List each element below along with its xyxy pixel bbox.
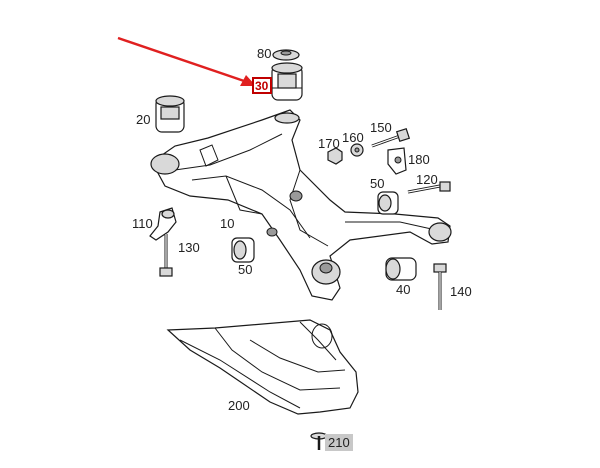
part-10-subframe xyxy=(150,109,452,301)
callout-50-mid: 50 xyxy=(238,262,252,277)
part-200-cover-panel xyxy=(166,319,359,415)
callout-150: 150 xyxy=(370,120,392,135)
callout-50-right: 50 xyxy=(370,176,384,191)
callout-20: 20 xyxy=(136,112,150,127)
red-pointer-arrow xyxy=(117,36,256,86)
part-120-bolt xyxy=(407,181,451,194)
part-40-bushing xyxy=(385,257,417,281)
callout-200: 200 xyxy=(228,398,250,413)
part-130-bolt xyxy=(159,234,173,277)
callout-140: 140 xyxy=(450,284,472,299)
callout-160: 160 xyxy=(342,130,364,145)
part-180-bracket xyxy=(387,147,407,175)
part-170-nut xyxy=(327,147,343,165)
callout-110: 110 xyxy=(132,216,153,231)
part-50-bushing-right xyxy=(377,191,399,215)
part-150-bolt xyxy=(371,127,411,148)
callout-40: 40 xyxy=(396,282,410,297)
part-20-bushing xyxy=(155,95,185,133)
callout-180: 180 xyxy=(408,152,430,167)
part-110-bracket xyxy=(149,207,177,241)
callout-80: 80 xyxy=(257,46,271,61)
callout-130: 130 xyxy=(178,240,200,255)
part-50-bushing-mid xyxy=(231,237,255,263)
callout-120: 120 xyxy=(416,172,438,187)
callout-170: 170 xyxy=(318,136,340,151)
part-210-clip xyxy=(310,432,328,450)
label-box-210 xyxy=(325,434,353,451)
callout-10: 10 xyxy=(220,216,234,231)
part-30-bushing xyxy=(271,62,303,101)
part-160-washer xyxy=(350,143,364,157)
label-box-30-highlight xyxy=(252,77,272,94)
callout-30: 30 xyxy=(255,79,269,93)
part-80-washer-top xyxy=(272,49,300,61)
part-140-bolt xyxy=(433,263,447,310)
callout-210: 210 xyxy=(328,435,350,450)
